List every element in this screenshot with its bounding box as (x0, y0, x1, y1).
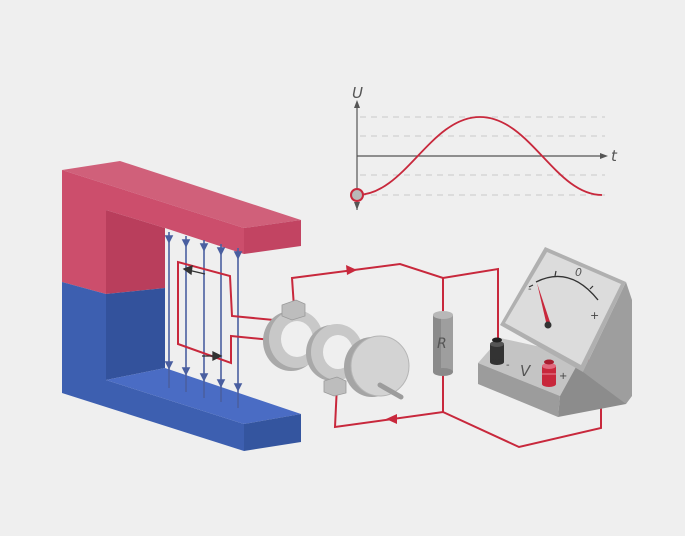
voltage-curve (356, 116, 603, 196)
voltmeter-scale-arc (535, 275, 599, 301)
slip-rings (263, 299, 410, 400)
voltage-time-graph: U t (350, 84, 618, 210)
graph-start-point (350, 188, 364, 202)
voltmeter-unit-label: V (520, 362, 532, 380)
voltmeter-face (505, 252, 621, 365)
brush-2 (323, 376, 347, 397)
graph-x-axis-label: t (611, 147, 618, 165)
voltmeter-needle-pivot (544, 321, 552, 329)
rotor-shaft (377, 382, 404, 400)
terminal-plus-label: + (559, 371, 567, 382)
brush-1 (281, 299, 306, 321)
resistor: R (433, 311, 453, 376)
magnet-south-front-face (62, 282, 244, 451)
terminal-minus-label: - (506, 360, 510, 371)
graph-y-axis-arrow (354, 100, 360, 108)
voltmeter-scale-ticks (528, 270, 594, 290)
magnet-north-inner-face (106, 210, 165, 294)
voltmeter-zero-label: 0 (575, 266, 582, 279)
magnet-north-top-face (62, 161, 301, 228)
voltmeter-base-side (558, 356, 626, 417)
magnet-south-end-face (244, 414, 301, 451)
graph-x-axis-arrow (600, 153, 608, 159)
magnet-north-end-face (244, 220, 301, 254)
horseshoe-magnet (62, 161, 301, 451)
armature-coil (177, 260, 296, 365)
voltmeter-needle (537, 283, 550, 322)
graph-y-axis-label: U (352, 84, 363, 102)
negative-terminal (490, 337, 504, 365)
resistor-label: R (437, 336, 447, 352)
graph-y-axis-arrow-down (354, 202, 360, 210)
voltmeter-scale-plus: + (590, 309, 599, 322)
magnet-south-inner-face (106, 288, 165, 380)
positive-terminal (542, 359, 556, 387)
voltmeter-base-front (478, 363, 560, 417)
current-direction-arrows (182, 265, 223, 362)
voltmeter-housing-side (583, 282, 632, 404)
wire-direction-arrows (346, 265, 397, 424)
voltmeter: 0 - + V - + (478, 247, 632, 417)
magnet-north-front-face (62, 170, 244, 294)
magnetic-field-lines (164, 232, 243, 408)
voltmeter-scale-minus: - (528, 284, 532, 295)
